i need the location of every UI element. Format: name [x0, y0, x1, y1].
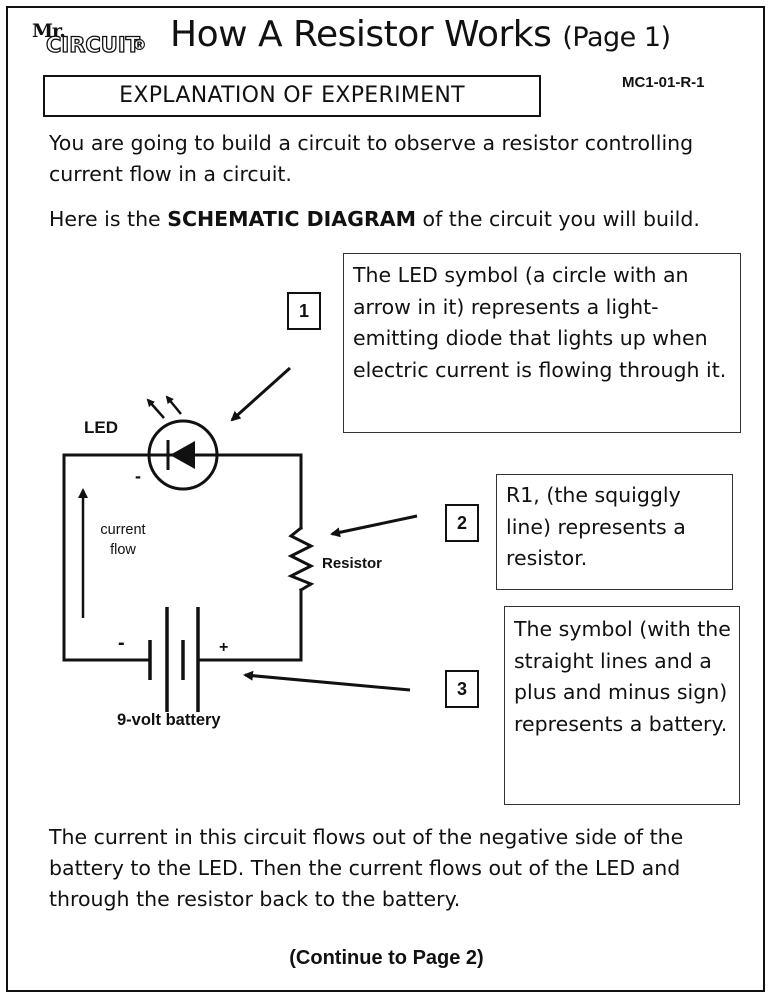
callout-arrow-3 — [243, 670, 411, 692]
intro-paragraph-2: Here is the SCHEMATIC DIAGRAM of the cir… — [49, 204, 739, 235]
led-light-arrow-1 — [146, 398, 165, 419]
callout-resistor-explanation: R1, (the squiggly line) represents a res… — [496, 474, 733, 590]
title-text: How A Resistor Works — [170, 14, 552, 55]
page-frame — [6, 6, 765, 992]
callout-led-explanation: The LED symbol (a circle with an arrow i… — [343, 253, 741, 433]
summary-paragraph: The current in this circuit flows out of… — [49, 825, 684, 911]
callout-battery-explanation: The symbol (with the straight lines and … — [504, 606, 740, 805]
wire-right — [196, 588, 303, 662]
callout-number-1: 1 — [287, 292, 321, 330]
logo-circuit-text: CIRCUIT — [45, 32, 140, 57]
intro-p2-after: of the circuit you will build. — [416, 207, 700, 231]
battery-plus-sign: + — [219, 639, 229, 656]
callout-arrow-2 — [330, 514, 418, 538]
led-label: LED — [84, 418, 118, 437]
battery-minus-sign: - — [118, 632, 125, 654]
title-page-number: (Page 1) — [562, 22, 671, 53]
wire-left — [62, 453, 150, 662]
current-flow-label: current flow — [92, 520, 154, 560]
mr-circuit-logo: Mr. CIRCUIT ® — [32, 20, 160, 64]
intro-p2-bold: SCHEMATIC DIAGRAM — [167, 207, 417, 231]
led-minus-sign: - — [135, 466, 141, 486]
callout-number-2: 2 — [445, 504, 479, 542]
intro-paragraph-1: You are going to build a circuit to obse… — [49, 131, 694, 186]
wire-top-right — [214, 453, 303, 530]
logo-registered-mark: ® — [132, 36, 147, 54]
resistor-zigzag — [287, 525, 315, 593]
callout-arrow-1 — [230, 366, 292, 422]
current-flow-label-line-2: flow — [110, 542, 136, 558]
intro-p2-before: Here is the — [49, 207, 168, 231]
continue-footer: (Continue to Page 2) — [289, 947, 484, 969]
resistor-label: Resistor — [322, 555, 383, 572]
callout-number-3: 3 — [445, 670, 479, 708]
logo-mr-text: Mr. — [32, 20, 66, 42]
document-code: MC1-01-R-1 — [622, 74, 705, 91]
section-heading: EXPLANATION OF EXPERIMENT — [43, 75, 541, 117]
page-title: How A Resistor Works (Page 1) — [170, 14, 671, 55]
battery-label: 9-volt battery — [117, 711, 221, 729]
led-light-arrow-2 — [165, 395, 182, 415]
current-flow-label-line-1: current — [100, 522, 146, 538]
led-diode-triangle — [170, 441, 195, 469]
